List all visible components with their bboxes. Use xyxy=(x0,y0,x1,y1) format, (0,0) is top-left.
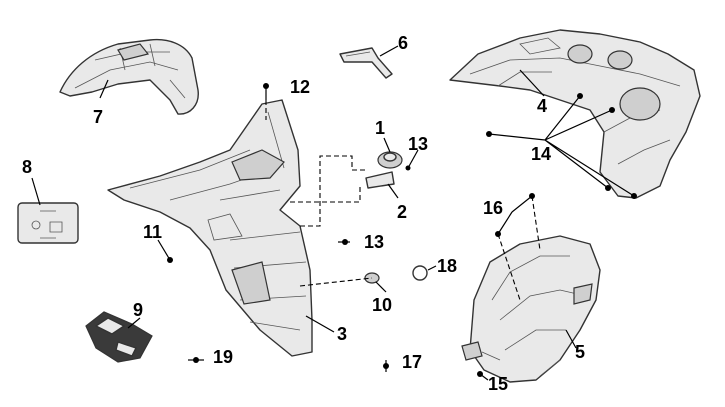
callout-17: 17 xyxy=(402,352,422,372)
callout-3: 3 xyxy=(337,324,347,344)
part-3-main-body-cover xyxy=(107,99,313,357)
callout-4: 4 xyxy=(537,96,547,116)
callout-18: 18 xyxy=(437,256,457,276)
callout-12: 12 xyxy=(290,77,310,97)
callout-5: 5 xyxy=(575,342,585,362)
part-2-plate xyxy=(365,171,395,189)
part-1-grommet xyxy=(377,151,403,169)
callout-6: 6 xyxy=(398,33,408,53)
callout-16: 16 xyxy=(483,198,503,218)
callout-14: 14 xyxy=(531,144,551,164)
callout-2: 2 xyxy=(397,202,407,222)
part-4-rear-upper-cover xyxy=(449,29,701,199)
callout-7: 7 xyxy=(93,107,103,127)
part-8-label-plate xyxy=(17,202,79,244)
part-7-front-cover xyxy=(59,38,199,115)
callouts: 1 2 3 4 5 6 7 8 9 10 11 12 13 13 14 15 1… xyxy=(22,33,585,394)
callout-19: 19 xyxy=(213,347,233,367)
callout-13-upper: 13 xyxy=(408,134,428,154)
callout-1: 1 xyxy=(375,118,385,138)
assembly-lines xyxy=(265,100,541,301)
callout-8: 8 xyxy=(22,157,32,177)
part-9-bracket xyxy=(85,311,153,363)
leader-lines xyxy=(31,45,635,381)
callout-15: 15 xyxy=(488,374,508,394)
callout-13-lower: 13 xyxy=(364,232,384,252)
part-5-rear-fender xyxy=(461,235,601,383)
callout-9: 9 xyxy=(133,300,143,320)
fasteners xyxy=(167,83,637,372)
part-18-ring xyxy=(412,265,428,281)
callout-11: 11 xyxy=(143,222,162,242)
part-6-wire-clip xyxy=(339,47,393,79)
callout-10: 10 xyxy=(372,295,392,315)
